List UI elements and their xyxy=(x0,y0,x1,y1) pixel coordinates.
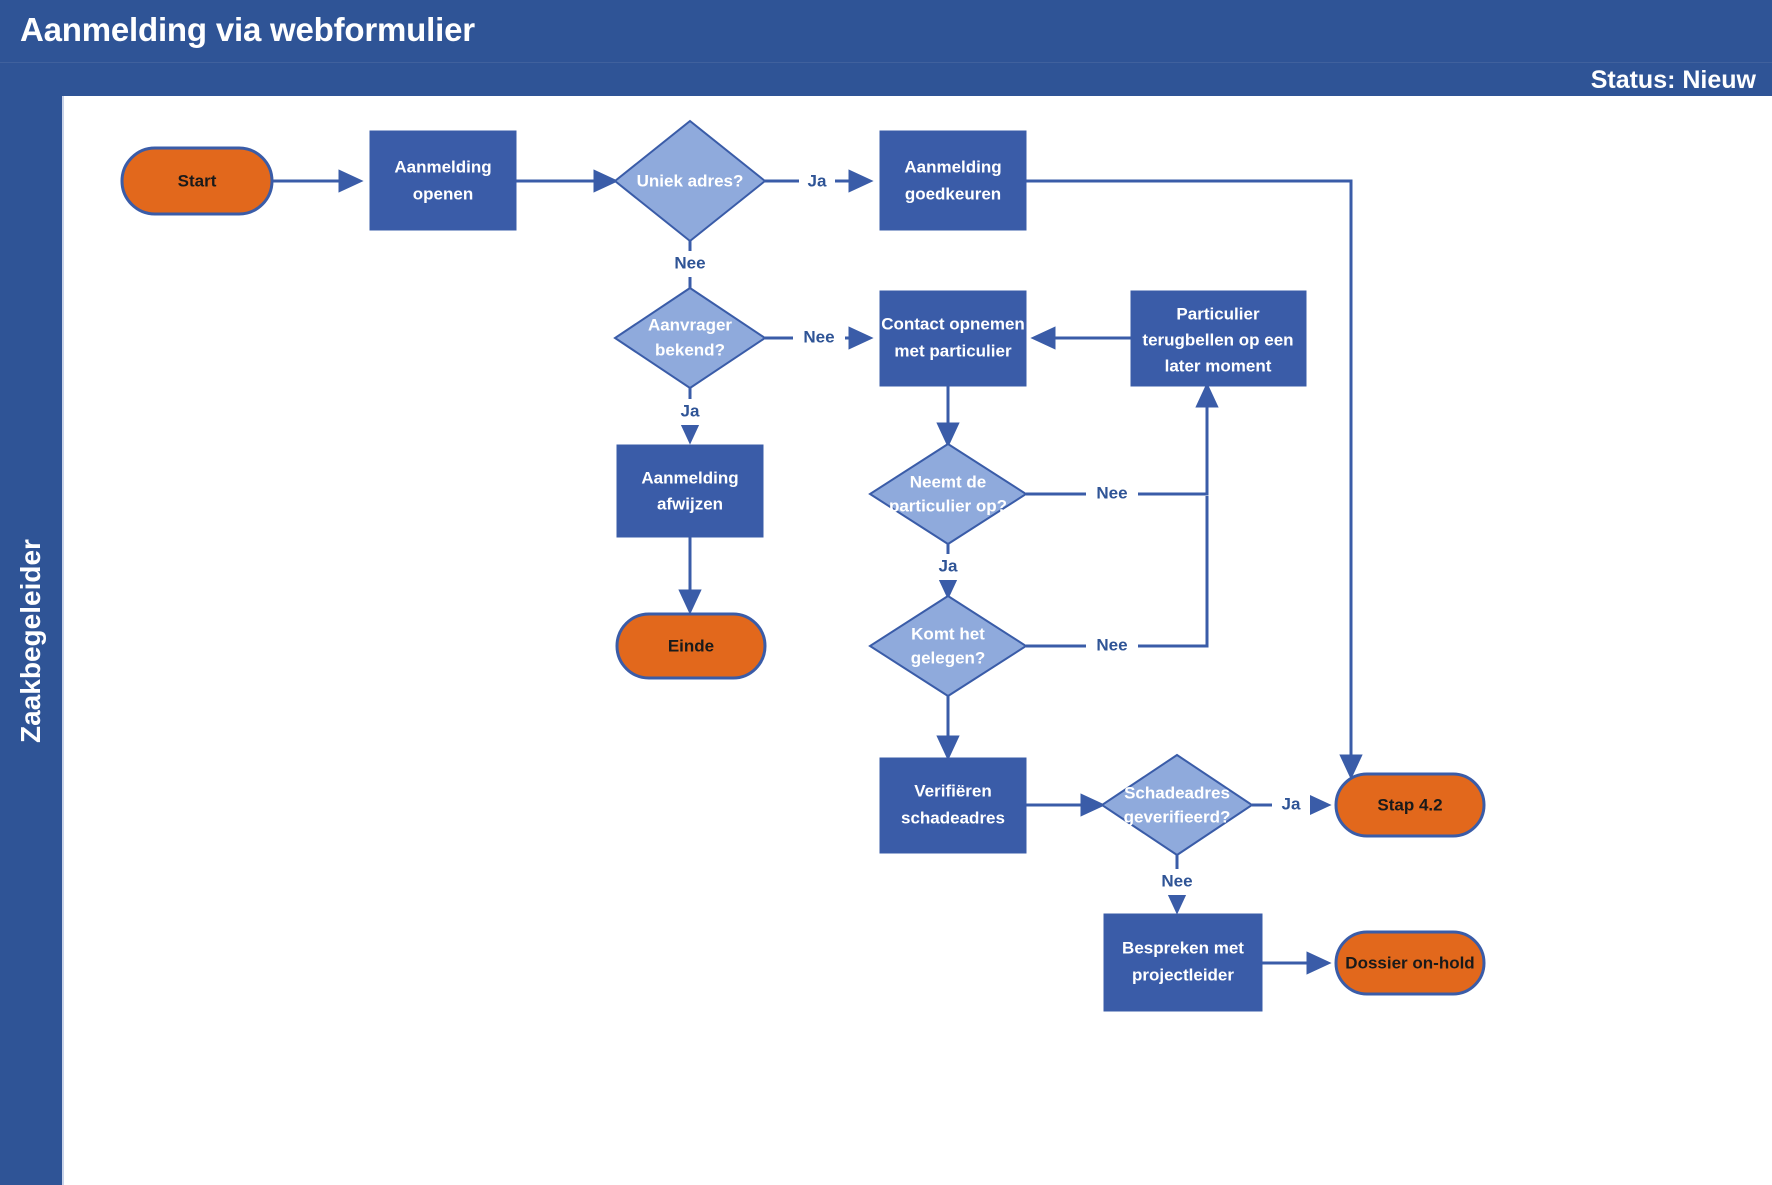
schadeadres-geverifieerd-shape xyxy=(1100,753,1254,857)
node-start[interactable]: Start xyxy=(120,146,274,216)
edge-label-bg xyxy=(799,168,835,194)
swimlane-body: Ja Nee Nee Ja Nee Ja Nee Ja Nee xyxy=(62,96,1772,1185)
komt-het-gelegen-label-line2: gelegen? xyxy=(911,648,986,667)
status-bar: Status: Nieuw xyxy=(0,62,1772,97)
edge-label-schadeadres-nee: Nee xyxy=(1161,871,1192,890)
einde-label: Einde xyxy=(668,636,714,655)
node-contact-opnemen[interactable]: Contact opnemen met particulier xyxy=(879,290,1027,387)
node-uniek-adres[interactable]: Uniek adres? xyxy=(613,119,767,243)
title-bar: Aanmelding via webformulier xyxy=(0,0,1772,62)
node-stap-4-2[interactable]: Stap 4.2 xyxy=(1334,772,1486,838)
edge-label-bg xyxy=(1086,481,1138,507)
aanmelding-goedkeuren-shape xyxy=(879,130,1027,231)
dossier-on-hold-label: Dossier on-hold xyxy=(1345,953,1474,972)
status-badge: Status: Nieuw xyxy=(1590,66,1756,94)
start-label: Start xyxy=(178,171,217,190)
node-schadeadres-geverifieerd[interactable]: Schadeadres geverifieerd? xyxy=(1100,753,1254,857)
node-einde[interactable]: Einde xyxy=(615,612,767,680)
bespreken-projectleider-label-line2: projectleider xyxy=(1132,965,1234,984)
aanmelding-openen-label-line2: openen xyxy=(413,184,473,203)
page-title: Aanmelding via webformulier xyxy=(20,11,475,48)
stap-4-2-label: Stap 4.2 xyxy=(1377,795,1442,814)
aanmelding-afwijzen-shape xyxy=(616,444,764,538)
aanmelding-openen-label-line1: Aanmelding xyxy=(394,157,491,176)
uniek-adres-shape xyxy=(613,119,767,243)
contact-opnemen-shape xyxy=(879,290,1027,387)
dossier-on-hold-shape xyxy=(1334,930,1486,996)
swimlane-header: Zaakbegeleider xyxy=(0,96,62,1185)
edge-label-uniek-ja: Ja xyxy=(808,171,827,190)
aanvrager-bekend-label-line2: bekend? xyxy=(655,340,725,359)
komt-het-gelegen-shape xyxy=(868,594,1028,698)
node-aanvrager-bekend[interactable]: Aanvrager bekend? xyxy=(613,286,767,390)
verifieren-schadeadres-label-line1: Verifiëren xyxy=(914,781,992,800)
edge-label-gelegen-nee: Nee xyxy=(1096,635,1127,654)
aanmelding-goedkeuren-label-line1: Aanmelding xyxy=(904,157,1001,176)
aanmelding-openen-shape xyxy=(369,130,517,231)
verifieren-schadeadres-label-line2: schadeadres xyxy=(901,808,1005,827)
uniek-adres-label-line1: Uniek adres? xyxy=(637,171,744,190)
aanvrager-bekend-label-line1: Aanvrager xyxy=(648,315,732,334)
verifieren-schadeadres-shape xyxy=(879,757,1027,854)
particulier-terugbellen-label-line1: Particulier xyxy=(1176,304,1260,323)
particulier-terugbellen-label-line3: later moment xyxy=(1165,356,1272,375)
node-neemt-particulier-op[interactable]: Neemt de particulier op? xyxy=(868,442,1028,546)
schadeadres-geverifieerd-label-line1: Schadeadres xyxy=(1124,783,1230,802)
flowchart-canvas: Ja Nee Nee Ja Nee Ja Nee Ja Nee xyxy=(120,119,1486,1012)
node-verifieren-schadeadres[interactable]: Verifiëren schadeadres xyxy=(879,757,1027,854)
aanvrager-bekend-shape xyxy=(613,286,767,390)
aanmelding-afwijzen-label-line1: Aanmelding xyxy=(641,468,738,487)
aanmelding-afwijzen-label-line2: afwijzen xyxy=(657,494,723,513)
edge-label-schadeadres-ja: Ja xyxy=(1282,794,1301,813)
neemt-particulier-op-label-line1: Neemt de xyxy=(910,472,987,491)
contact-opnemen-label-line1: Contact opnemen xyxy=(881,314,1025,333)
edge-label-aanvrager-nee: Nee xyxy=(803,327,834,346)
node-komt-het-gelegen[interactable]: Komt het gelegen? xyxy=(868,594,1028,698)
neemt-particulier-op-label-line2: particulier op? xyxy=(889,496,1007,515)
edge-neemtop-to-terugbellen xyxy=(1026,382,1219,496)
node-aanmelding-openen[interactable]: Aanmelding openen xyxy=(369,130,517,231)
node-particulier-terugbellen[interactable]: Particulier terugbellen op een later mom… xyxy=(1130,290,1307,387)
edge-label-layer: Ja Nee Nee Ja Nee Ja Nee Ja Nee xyxy=(664,168,1310,895)
edge-label-aanvrager-ja: Ja xyxy=(681,401,700,420)
node-dossier-on-hold[interactable]: Dossier on-hold xyxy=(1334,930,1486,996)
stap-4-2-shape xyxy=(1334,772,1486,838)
swimlane-label: Zaakbegeleider xyxy=(15,538,46,743)
edge-label-uniek-nee: Nee xyxy=(674,253,705,272)
edge-label-bg xyxy=(1151,869,1203,895)
edge-label-neemtop-nee: Nee xyxy=(1096,483,1127,502)
node-aanmelding-afwijzen[interactable]: Aanmelding afwijzen xyxy=(616,444,764,538)
edge-label-bg xyxy=(1272,792,1310,818)
neemt-particulier-op-shape xyxy=(868,442,1028,546)
bespreken-projectleider-label-line1: Bespreken met xyxy=(1122,938,1244,957)
edge-gelegen-to-terugbellen xyxy=(1026,496,1209,648)
edge-goedkeuren-to-stap42 xyxy=(1026,179,1363,780)
node-aanmelding-goedkeuren[interactable]: Aanmelding goedkeuren xyxy=(879,130,1027,231)
start-shape xyxy=(120,146,274,216)
particulier-terugbellen-label-line2: terugbellen op een xyxy=(1142,330,1293,349)
schadeadres-geverifieerd-label-line2: geverifieerd? xyxy=(1124,807,1231,826)
aanmelding-goedkeuren-label-line2: goedkeuren xyxy=(905,184,1001,203)
bespreken-projectleider-shape xyxy=(1103,913,1263,1012)
edge-label-bg xyxy=(793,325,845,351)
edge-label-neemtop-ja: Ja xyxy=(939,556,958,575)
edge-label-bg xyxy=(1086,633,1138,659)
edge-label-bg xyxy=(671,399,709,425)
edge-label-bg xyxy=(929,554,967,580)
komt-het-gelegen-label-line1: Komt het xyxy=(911,624,985,643)
particulier-terugbellen-shape xyxy=(1130,290,1307,387)
contact-opnemen-label-line2: met particulier xyxy=(894,341,1012,360)
einde-shape xyxy=(615,612,767,680)
edge-label-bg xyxy=(664,251,716,277)
node-bespreken-projectleider[interactable]: Bespreken met projectleider xyxy=(1103,913,1263,1012)
